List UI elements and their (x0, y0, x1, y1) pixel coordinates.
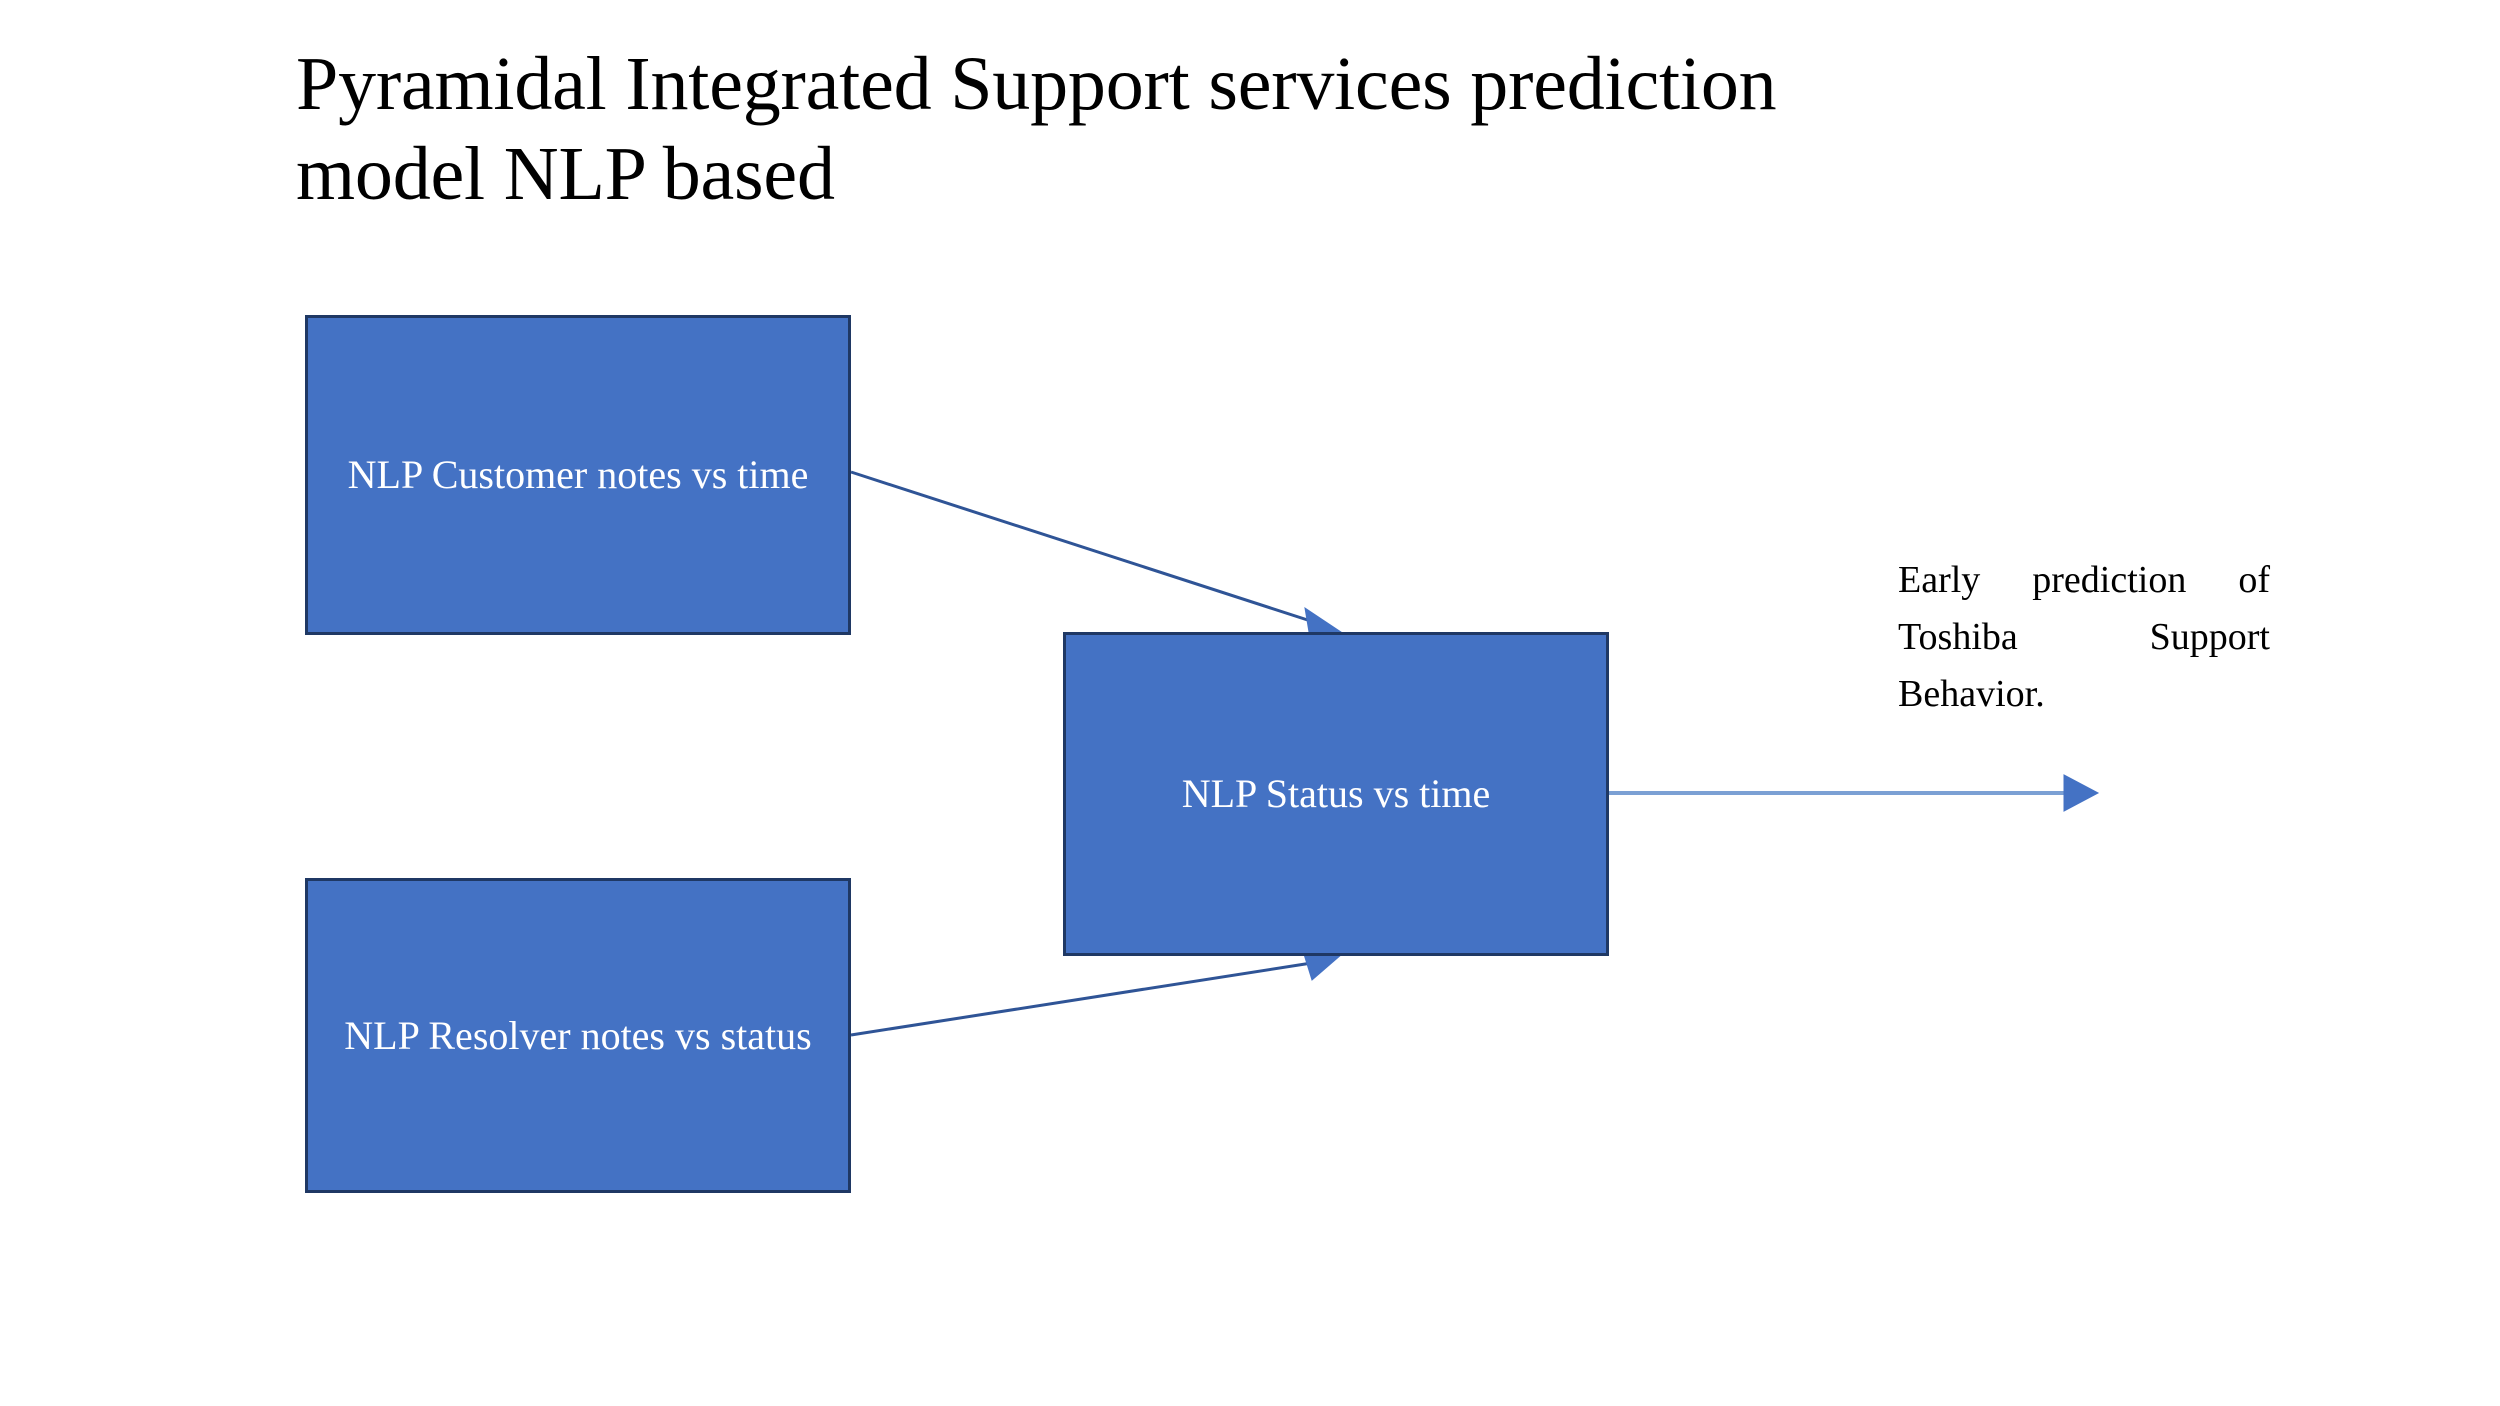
node-resolver-notes[interactable]: NLP Resolver notes vs status (305, 878, 851, 1193)
outcome-annotation: Early prediction of Toshiba Support Beha… (1898, 559, 2270, 715)
arrowhead-icon (2063, 774, 2100, 812)
connector-line (850, 470, 1321, 626)
connector-resolver-to-status (850, 950, 1344, 1037)
page-title: Pyramidal Integrated Support services pr… (296, 42, 1777, 216)
node-customer-notes-label: NLP Customer notes vs time (347, 452, 809, 497)
connector-line (850, 960, 1319, 1037)
connector-customer-to-status (850, 470, 1346, 639)
node-customer-notes[interactable]: NLP Customer notes vs time (305, 315, 851, 635)
node-status[interactable]: NLP Status vs time (1063, 632, 1609, 956)
connector-status-to-outcome (1609, 774, 2100, 812)
node-status-label: NLP Status vs time (1181, 771, 1491, 816)
node-resolver-notes-label: NLP Resolver notes vs status (344, 1012, 812, 1058)
